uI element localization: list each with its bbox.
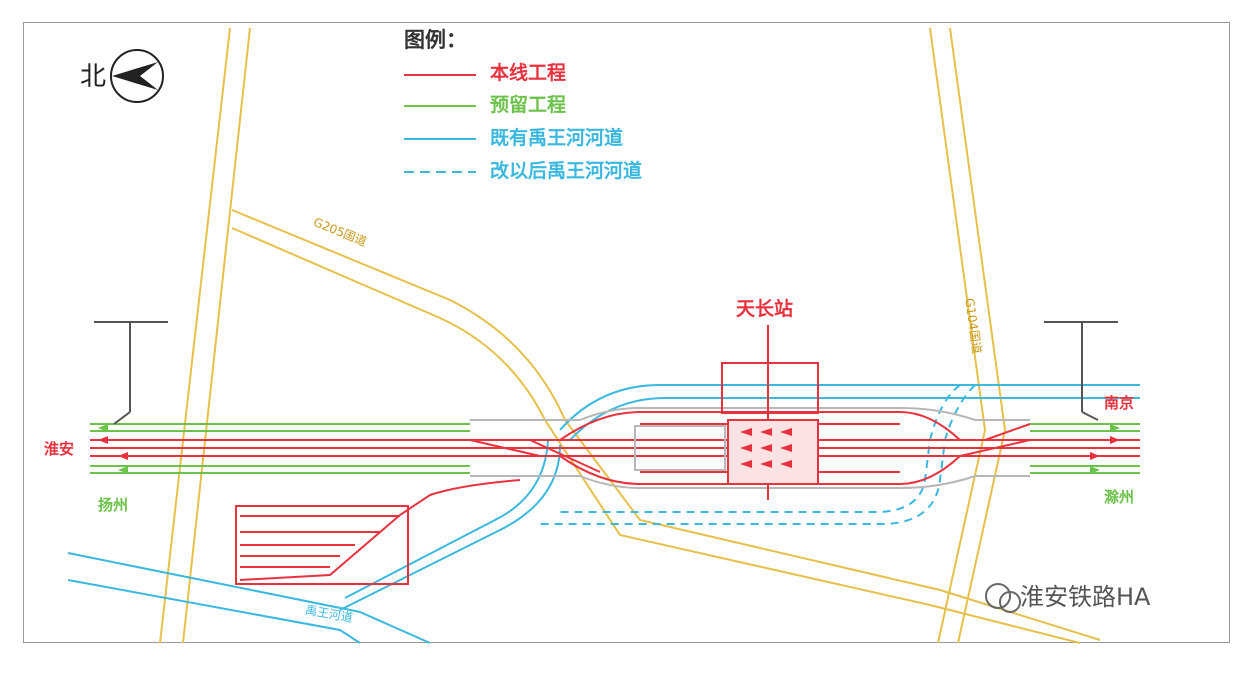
watermark-text: 淮安铁路HA	[1020, 583, 1151, 611]
river-channel	[67, 384, 1140, 644]
direction-left-reserved: 扬州	[98, 496, 129, 514]
legend-label-reserved: 预留工程	[490, 94, 567, 116]
station-building	[721, 325, 819, 500]
roads	[159, 27, 1101, 644]
legend-label-existing-river: 既有禹王河河道	[490, 127, 624, 149]
main-line-tracks	[90, 411, 1140, 585]
direction-right-main: 南京	[1104, 394, 1135, 412]
reserved-tracks	[90, 423, 1140, 474]
north-arrow	[110, 49, 164, 103]
direction-right-reserved: 滁州	[1104, 488, 1135, 506]
platform-outline	[470, 407, 1030, 489]
signal-posts	[94, 321, 1118, 425]
legend-title: 图例：	[404, 28, 467, 52]
legend-samples	[404, 74, 476, 173]
legend-label-rerouted-river: 改以后禹王河河道	[490, 160, 643, 182]
direction-arrows	[98, 428, 1120, 468]
diagram-frame	[23, 22, 1230, 643]
legend-label-main: 本线工程	[490, 62, 567, 84]
reserved-arrows	[98, 424, 1120, 474]
station-name: 天长站	[736, 298, 794, 320]
watermark-logo	[985, 583, 1021, 613]
direction-left-main: 淮安	[44, 440, 75, 458]
north-label: 北	[80, 62, 107, 92]
